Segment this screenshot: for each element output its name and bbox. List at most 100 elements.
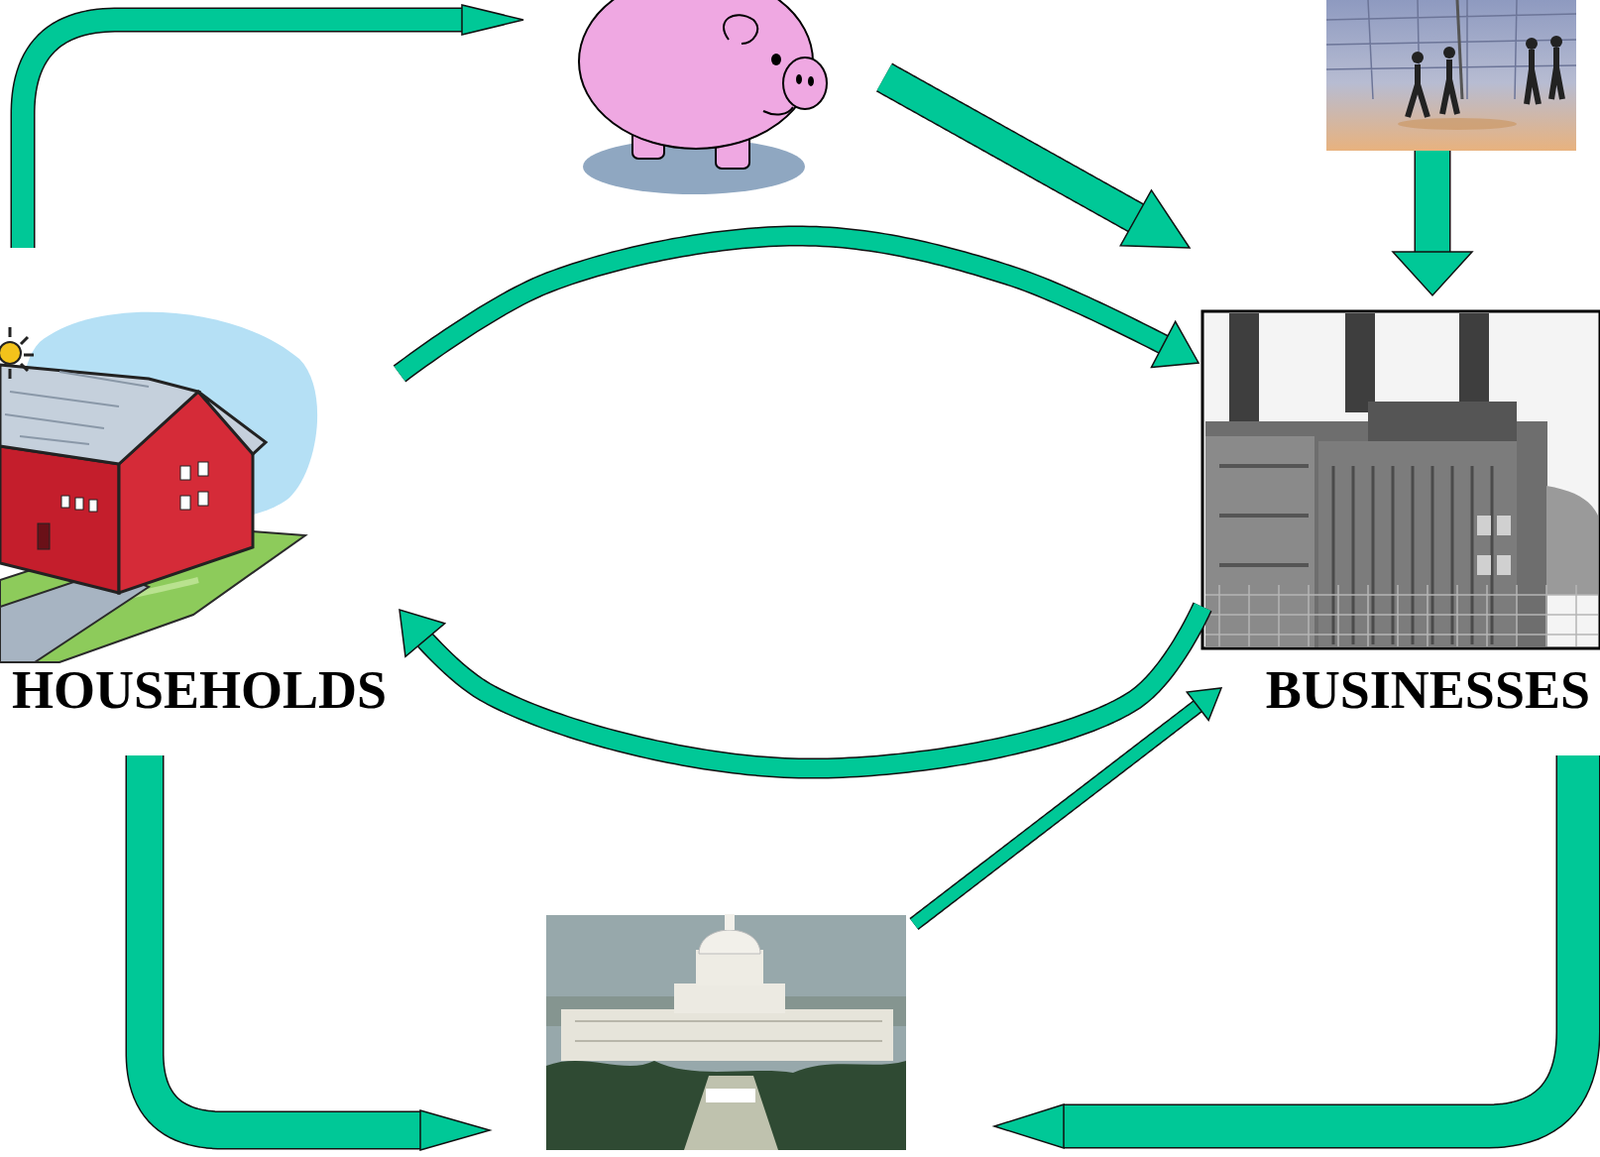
- arrow-outline: [884, 77, 1137, 219]
- picture-part: [574, 1021, 883, 1041]
- picture-part: [578, 0, 813, 149]
- picture-part: [1546, 485, 1599, 595]
- picture-part: [1496, 515, 1511, 536]
- arrow-outline: [22, 19, 462, 248]
- arrow-head: [1151, 321, 1199, 367]
- picture-part: [1219, 584, 1577, 647]
- picture-part: [771, 53, 782, 66]
- arrow-head: [1186, 687, 1222, 721]
- picture-part: [198, 461, 209, 476]
- picture-part: [1326, 0, 1577, 151]
- arrow-band: [425, 606, 1203, 769]
- picture-part: [0, 342, 21, 364]
- picture-part: [546, 914, 907, 1150]
- arrow-head: [1392, 251, 1473, 296]
- arrow-head: [399, 609, 446, 657]
- picture-part: [1551, 47, 1563, 100]
- picture-part: [0, 364, 199, 464]
- picture-part: [1202, 311, 1600, 649]
- picture-part: [180, 465, 191, 480]
- arrow-head: [420, 1110, 490, 1150]
- arrow-band: [1415, 150, 1450, 252]
- picture-part: [723, 14, 758, 44]
- arrow-head: [461, 4, 524, 35]
- picture-part: [1442, 59, 1458, 115]
- picture-part: [1525, 37, 1538, 50]
- picture-part: [698, 929, 761, 954]
- picture-part: [198, 491, 209, 506]
- picture-part: [1457, 0, 1463, 100]
- flow-arrow: [1392, 150, 1473, 296]
- flow-arrow: [144, 755, 490, 1150]
- picture-part: [796, 74, 802, 85]
- flow-arrow: [22, 4, 524, 248]
- picture-part: [1205, 594, 1599, 635]
- arrow-band: [399, 235, 1164, 374]
- picture-part: [783, 57, 827, 110]
- capitol-picture: [546, 914, 907, 1150]
- flow-arrows: [22, 4, 1579, 1150]
- arrow-head: [1120, 190, 1190, 248]
- picture-part: [1229, 313, 1259, 425]
- flow-arrow: [994, 755, 1579, 1148]
- picture-part: [37, 523, 50, 550]
- arrow-band: [144, 755, 421, 1131]
- picture-part: [1219, 465, 1309, 566]
- picture-part: [1205, 421, 1548, 648]
- arrow-outline: [1063, 755, 1579, 1127]
- picture-part: [9, 327, 34, 379]
- picture-part: [763, 107, 794, 115]
- flow-arrow: [399, 235, 1199, 374]
- arrow-outline: [1414, 150, 1452, 252]
- house-picture: [0, 312, 318, 663]
- picture-part: [546, 1060, 907, 1150]
- piggy-bank-picture: [578, 0, 827, 195]
- arrow-outline: [425, 606, 1203, 769]
- sector-node: HOUSEHOLDS: [7, 302, 400, 720]
- picture-part: [180, 495, 191, 510]
- picture-part: [807, 76, 814, 87]
- picture-part: [695, 949, 764, 986]
- picture-part: [1397, 117, 1517, 130]
- factory-picture: [1202, 311, 1600, 649]
- flow-arrow: [884, 77, 1190, 248]
- picture-part: [1526, 49, 1539, 105]
- arrow-head: [994, 1104, 1064, 1148]
- picture-part: [4, 371, 149, 445]
- picture-part: [198, 391, 266, 455]
- picture-part: [1333, 465, 1492, 645]
- picture-part: [561, 1009, 894, 1061]
- picture-part: [1496, 555, 1511, 575]
- picture-part: [705, 1088, 756, 1103]
- picture-part: [89, 499, 98, 512]
- sector-label: BUSINESSES: [1261, 661, 1595, 720]
- picture-part: [1205, 436, 1315, 648]
- flow-arrow: [399, 606, 1203, 769]
- picture-part: [0, 446, 119, 593]
- picture-part: [1345, 313, 1375, 413]
- investors-picture: [1326, 0, 1577, 151]
- arrow-outline: [399, 235, 1164, 374]
- picture-part: [1477, 555, 1491, 575]
- sector-label: HOUSEHOLDS: [7, 661, 391, 720]
- picture-part: [1459, 313, 1489, 413]
- arrow-band: [22, 19, 462, 248]
- sector-node: BUSINESSES: [1202, 311, 1595, 720]
- picture-part: [1411, 51, 1424, 64]
- arrow-band: [884, 77, 1137, 219]
- picture-part: [61, 495, 70, 508]
- picture-part: [684, 1075, 779, 1150]
- arrow-outline: [144, 755, 421, 1131]
- picture-part: [1550, 35, 1563, 48]
- picture-part: [1477, 515, 1491, 536]
- picture-part: [1407, 64, 1428, 117]
- picture-part: [724, 914, 735, 930]
- picture-part: [75, 497, 84, 510]
- arrow-band: [1063, 755, 1579, 1127]
- picture-part: [1443, 46, 1456, 59]
- picture-part: [674, 983, 786, 1014]
